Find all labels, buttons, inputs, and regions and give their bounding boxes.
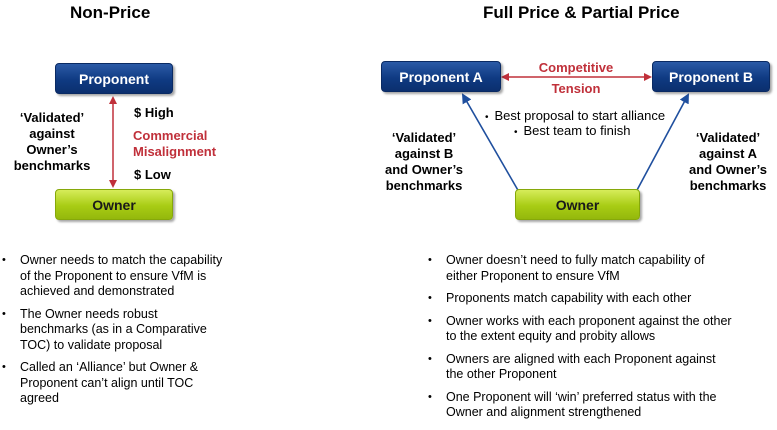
owner-to-a-arrow — [462, 93, 520, 193]
note-best-team: •Best team to finish — [514, 123, 631, 138]
low-label: $ Low — [134, 167, 171, 182]
misalignment-label: Commercial Misalignment — [133, 128, 217, 159]
proponent-b-box: Proponent B — [652, 61, 770, 92]
list-item: Owner works with each proponent against … — [426, 314, 732, 345]
owner-box-right: Owner — [515, 189, 640, 220]
left-bullet-list: Owner needs to match the capability of t… — [0, 253, 228, 414]
owner-to-b-arrow — [635, 93, 689, 193]
list-item: The Owner needs robust benchmarks (as in… — [0, 307, 228, 354]
list-item: One Proponent will ‘win’ preferred statu… — [426, 390, 732, 421]
list-item: Owners are aligned with each Proponent a… — [426, 352, 732, 383]
validated-against-b-label: ‘Validated’ against B and Owner’s benchm… — [384, 130, 464, 193]
high-label: $ High — [134, 105, 174, 120]
owner-box: Owner — [55, 189, 173, 220]
list-item: Called an ‘Alliance’ but Owner & Propone… — [0, 360, 228, 407]
proponent-box: Proponent — [55, 63, 173, 94]
list-item: Owner needs to match the capability of t… — [0, 253, 228, 300]
full-price-title: Full Price & Partial Price — [483, 3, 680, 22]
note-best-proposal: •Best proposal to start alliance — [485, 108, 666, 123]
list-item: Owner doesn’t need to fully match capabi… — [426, 253, 732, 284]
competitive-tension-label: Competitive Tension — [538, 60, 614, 96]
validated-label: ‘Validated’ against Owner’s benchmarks — [13, 110, 91, 173]
validated-against-a-label: ‘Validated’ against A and Owner’s benchm… — [688, 130, 768, 193]
list-item: Proponents match capability with each ot… — [426, 291, 732, 307]
non-price-title: Non-Price — [70, 3, 151, 22]
proponent-a-box: Proponent A — [381, 61, 501, 92]
right-bullet-list: Owner doesn’t need to fully match capabi… — [426, 253, 732, 428]
